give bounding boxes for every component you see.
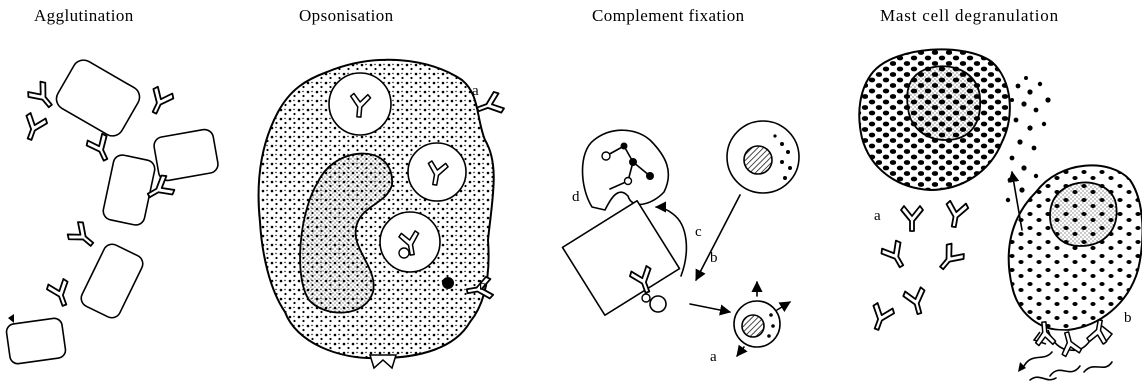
complement-bead xyxy=(442,277,454,289)
bacterium-cell xyxy=(102,153,157,226)
attraction-arrow xyxy=(690,304,730,312)
bacterium-cell xyxy=(153,128,220,182)
ige-antibody-icon xyxy=(901,206,923,231)
bacterium-cell xyxy=(78,241,146,321)
antibody-icon xyxy=(46,278,75,309)
surface-antibody-icon xyxy=(370,355,396,368)
migration-arrow xyxy=(696,195,740,280)
bacterium-mark xyxy=(8,314,14,323)
bacterium-cell xyxy=(5,317,66,364)
antibody-icon xyxy=(66,220,99,253)
release-arrow xyxy=(737,347,744,356)
label-a: a xyxy=(874,208,881,224)
ige-antibody-icon xyxy=(866,302,895,333)
antibody-icon xyxy=(26,80,59,113)
label-a: a xyxy=(710,349,717,365)
mast-cell xyxy=(859,49,1010,190)
ige-antibody-icon xyxy=(933,242,966,275)
label-b: b xyxy=(1124,310,1132,326)
label-d: d xyxy=(572,189,580,205)
antibody-icon xyxy=(145,85,176,117)
complement-bead xyxy=(650,296,666,312)
antibody-icon xyxy=(85,132,116,164)
bacterium-cell xyxy=(52,56,143,140)
granulocyte xyxy=(727,121,799,193)
opsonisation-panel: a b xyxy=(259,60,506,368)
label-b: b xyxy=(710,250,718,266)
label-c: c xyxy=(695,224,702,240)
complement-fixation-panel: d c b a xyxy=(562,121,799,365)
release-arrow xyxy=(777,302,790,310)
label-b: b xyxy=(479,278,487,294)
phagosome xyxy=(329,73,391,135)
phagosome xyxy=(380,212,440,272)
agglutination-panel xyxy=(5,56,219,365)
ige-antibody-icon xyxy=(943,200,969,228)
complement-bead xyxy=(642,294,650,302)
phagosome xyxy=(408,143,466,201)
ige-antibody-icon xyxy=(902,287,930,317)
label-a: a xyxy=(472,83,479,99)
degranulating-mast-cell xyxy=(1009,165,1142,350)
ige-antibody-icon xyxy=(879,239,911,272)
antibody-icon xyxy=(19,112,48,143)
activated-granulocyte xyxy=(734,301,780,347)
lysed-membrane xyxy=(583,130,669,210)
mast-cell-panel: a b xyxy=(859,49,1142,380)
